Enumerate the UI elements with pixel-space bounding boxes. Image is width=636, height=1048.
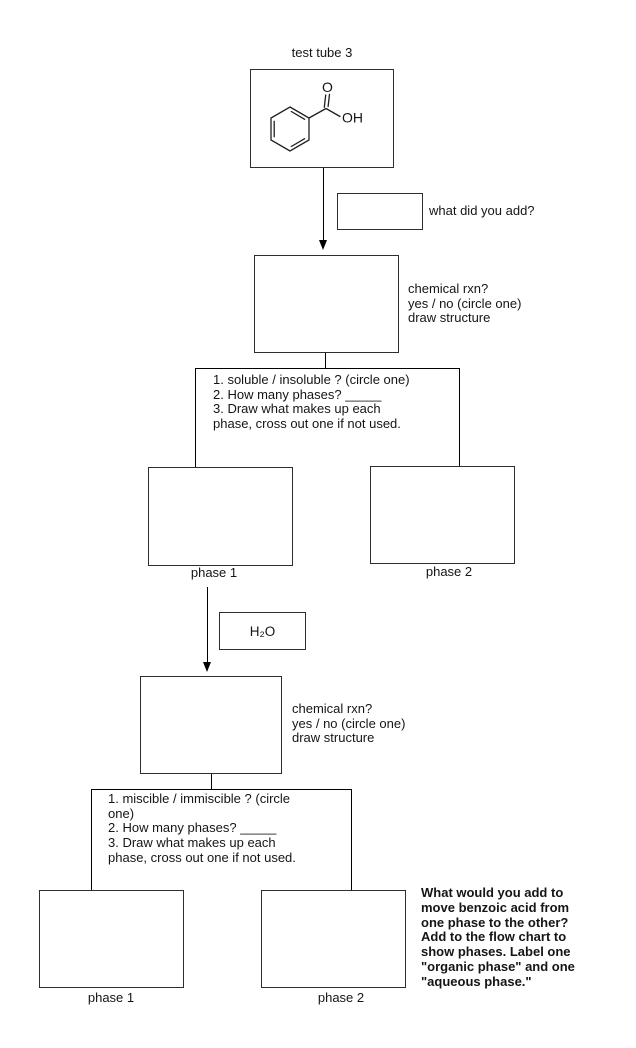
chemical-rxn-note-2: chemical rxn? yes / no (circle one) draw… xyxy=(292,701,406,746)
carbonyl-double-bond xyxy=(323,94,327,108)
h2o-label: H₂O xyxy=(249,623,276,639)
arrow-1-line xyxy=(323,168,324,241)
row1-phase2-box xyxy=(370,466,515,564)
solubility-instructions: 1. soluble / insoluble ? (circle one) 2.… xyxy=(213,372,410,432)
row1-phase1-box xyxy=(148,467,293,566)
solubility-bracket xyxy=(195,368,460,467)
ring-to-carboxyl-bond xyxy=(308,107,327,119)
row1-phase1-label: phase 1 xyxy=(190,565,238,580)
miscibility-instructions: 1. miscible / immiscible ? (circle one) … xyxy=(108,791,296,865)
arrow-1-head-icon xyxy=(319,240,327,250)
c-oh-bond xyxy=(325,107,341,118)
connector-2-line xyxy=(211,774,212,789)
arrow-2-line xyxy=(207,587,208,663)
row1-phase2-label: phase 2 xyxy=(425,564,473,579)
benzoic-acid-structure: O OH xyxy=(270,79,363,152)
row2-phase2-label: phase 2 xyxy=(317,990,365,1005)
arrow-2-head-icon xyxy=(203,662,211,672)
final-question-text: What would you add to move benzoic acid … xyxy=(421,885,575,989)
h2o-reagent-box: H₂O xyxy=(219,612,306,650)
chemical-rxn-box-2 xyxy=(140,676,282,774)
what-added-answer-box xyxy=(337,193,423,230)
row2-phase1-label: phase 1 xyxy=(87,990,135,1005)
row2-phase1-box xyxy=(39,890,184,988)
what-added-label: what did you add? xyxy=(429,203,535,218)
test-tube-3-title: test tube 3 xyxy=(291,45,353,60)
hydroxyl-group-label: OH xyxy=(342,110,363,126)
oxygen-atom-label: O xyxy=(322,79,333,95)
miscibility-bracket xyxy=(91,789,352,890)
chemical-rxn-note-1: chemical rxn? yes / no (circle one) draw… xyxy=(408,281,522,326)
chemical-rxn-box-1 xyxy=(254,255,399,353)
benzene-ring xyxy=(270,106,310,152)
row2-phase2-box xyxy=(261,890,406,988)
connector-1-line xyxy=(325,353,326,368)
test-tube-3-box: O OH xyxy=(250,69,394,168)
